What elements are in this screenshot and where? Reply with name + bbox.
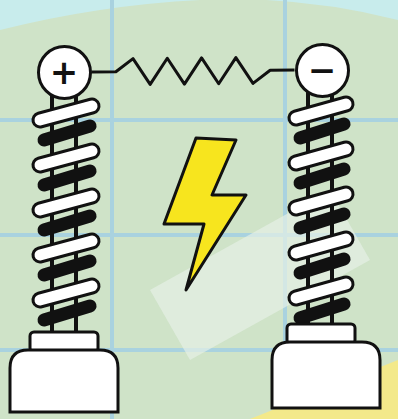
terminal-circle: − (295, 43, 350, 98)
coil-band (296, 284, 346, 298)
coil-band-outline (296, 239, 346, 253)
coil-band (296, 239, 346, 253)
terminal-sign: − (308, 53, 337, 87)
coil-band-outline (40, 196, 92, 210)
coil-band-outline (296, 104, 346, 118)
coil-winding (300, 259, 344, 273)
terminal-circle: + (37, 45, 92, 100)
left-coil-tower (10, 92, 118, 412)
coil-winding (300, 124, 344, 138)
coil-winding (300, 214, 344, 228)
coil-winding (300, 169, 344, 183)
lightning-bolt (164, 138, 246, 290)
coil-band-outline (40, 151, 92, 165)
coil-band (40, 241, 92, 255)
coil-band-outline (40, 241, 92, 255)
coil-band-outline (296, 284, 346, 298)
coil-band (40, 196, 92, 210)
coil-band (296, 104, 346, 118)
coil-band (296, 194, 346, 208)
terminal-sign: + (50, 55, 79, 89)
coil-winding (44, 171, 90, 185)
resistor-wire (92, 58, 295, 85)
coil-band (40, 286, 92, 300)
coil-winding (44, 261, 90, 275)
coil-band-outline (40, 106, 92, 120)
coil-winding (300, 304, 344, 318)
right-coil-tower (272, 90, 380, 408)
coil-winding (44, 126, 90, 140)
coil-band (296, 149, 346, 163)
top-band (0, 0, 398, 30)
coil-band (40, 106, 92, 120)
coil-winding (44, 216, 90, 230)
coil-band-outline (296, 194, 346, 208)
coil-band-outline (296, 149, 346, 163)
coil-winding (44, 306, 90, 320)
coil-band-outline (40, 286, 92, 300)
coil-band (40, 151, 92, 165)
